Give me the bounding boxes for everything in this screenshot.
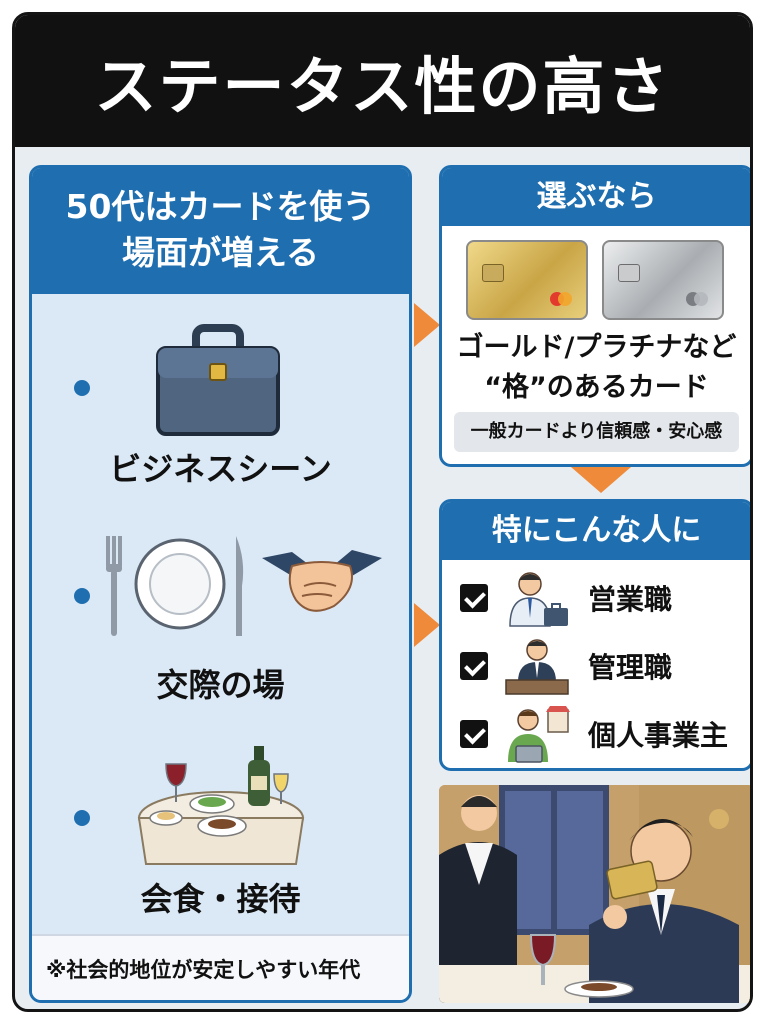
scene-dinner: 会食・接待: [32, 724, 409, 934]
target-heading: 特にこんな人に: [442, 502, 750, 560]
infographic-frame: ステータス性の高さ 50代はカードを使う 場面が増える ビジネスシーン: [12, 12, 753, 1012]
footnote: ※社会的地位が安定しやすい年代: [32, 934, 409, 1000]
manager-icon: [505, 639, 569, 695]
checkbox-checked-icon: [460, 720, 488, 748]
restaurant-illustration: [439, 785, 750, 1003]
scene-label: 交際の場: [156, 666, 285, 704]
platinum-card-image: [602, 240, 724, 320]
dining-handshake-icon: [106, 536, 382, 636]
checkbox-checked-icon: [460, 584, 488, 612]
scene-social: 交際の場: [32, 504, 409, 724]
target-item: 営業職: [460, 568, 740, 628]
target-label: 個人事業主: [588, 719, 729, 752]
salesperson-icon: [509, 572, 568, 627]
scenes-heading-line1: 50代はカードを使う: [65, 187, 376, 226]
bullet-dot: [74, 588, 90, 604]
arrow-right-icon: [414, 603, 440, 647]
scene-business: ビジネスシーン: [32, 294, 409, 504]
page-title: ステータス性の高さ: [94, 50, 671, 123]
self-employed-icon: [508, 706, 570, 763]
arrow-right-icon: [414, 303, 440, 347]
bullet-dot: [74, 380, 90, 396]
scenes-heading: 50代はカードを使う 場面が増える: [32, 168, 409, 294]
target-panel: 特にこんな人に 営業職 管理職: [439, 499, 750, 771]
dinner-table-icon: [137, 746, 305, 865]
card-brand-icon: [686, 292, 708, 306]
scenes-heading-line2: 場面が増える: [121, 233, 319, 272]
bullet-dot: [74, 810, 90, 826]
target-label: 管理職: [588, 651, 673, 684]
card-recommendation-line1: ゴールド/プラチナなど: [456, 332, 737, 363]
checkbox-checked-icon: [460, 652, 488, 680]
target-item: 管理職: [460, 636, 740, 696]
card-chip-icon: [618, 264, 640, 282]
title-bar: ステータス性の高さ: [15, 15, 750, 147]
card-brand-icon: [550, 292, 572, 306]
target-item: 個人事業主: [460, 704, 740, 764]
scene-label: ビジネスシーン: [109, 450, 332, 488]
scenes-panel: 50代はカードを使う 場面が増える ビジネスシーン: [29, 165, 412, 1003]
card-chip-icon: [482, 264, 504, 282]
trust-note: 一般カードより信頼感・安心感: [454, 412, 739, 452]
restaurant-scene-image: [439, 785, 750, 1003]
choose-panel: 選ぶなら ゴールド/プラチナなど “格”のあるカード 一般カードより信頼感・安心…: [439, 165, 750, 467]
choose-heading: 選ぶなら: [442, 168, 750, 226]
scene-label: 会食・接待: [140, 880, 301, 918]
gold-card-image: [466, 240, 588, 320]
target-label: 営業職: [588, 583, 673, 616]
briefcase-icon: [156, 324, 280, 436]
card-recommendation: ゴールド/プラチナなど “格”のあるカード: [442, 328, 750, 408]
card-recommendation-line2: “格”のあるカード: [484, 372, 709, 403]
arrow-down-icon: [571, 467, 631, 493]
